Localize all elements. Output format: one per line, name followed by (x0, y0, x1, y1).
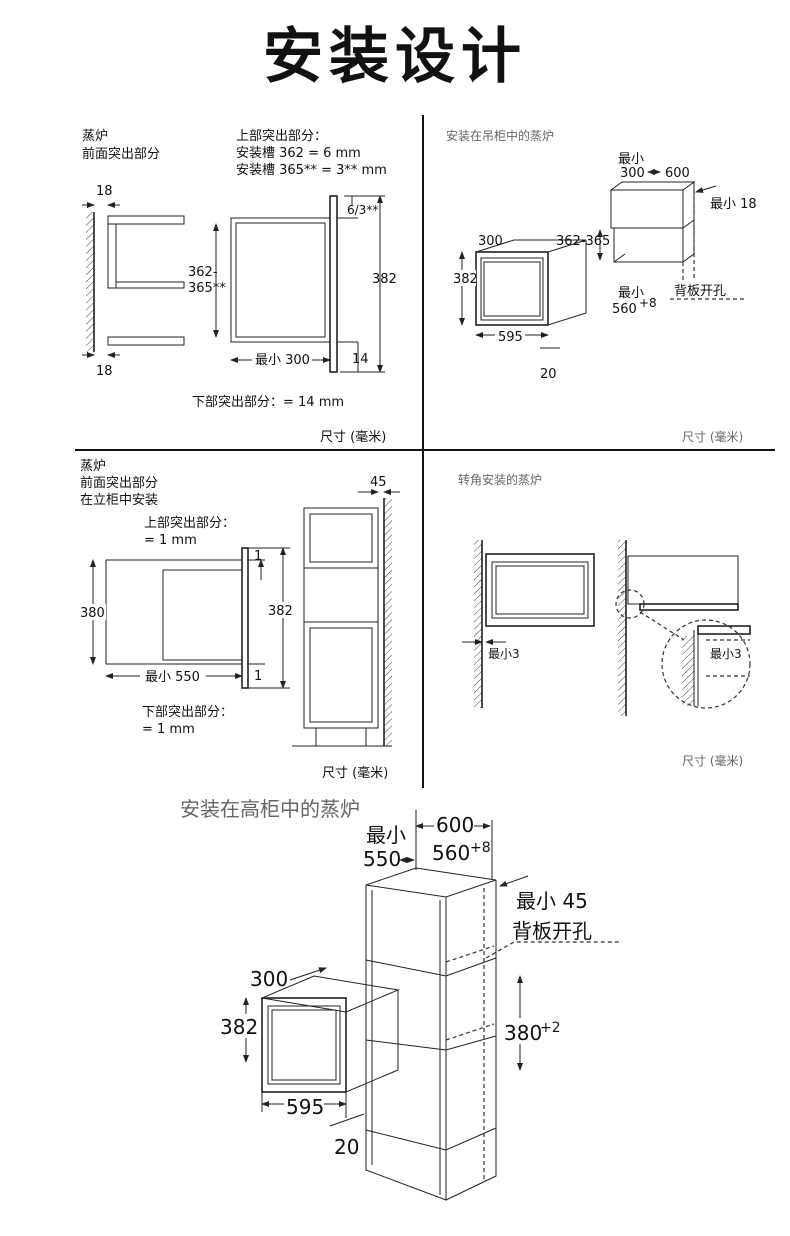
oven-front-panel (329, 195, 338, 373)
page-title: 安装设计 (263, 22, 527, 92)
panel2-dim-300b: 300 (478, 234, 503, 249)
panel3-unit: 尺寸 (毫米) (322, 765, 388, 781)
panel-tall-cabinet-iso: 安装在高柜中的蒸炉 最小 550 600 560 +8 最小 45 背板开孔 3… (180, 797, 622, 1201)
panel1-dim-6-3: 6/3** (347, 203, 378, 217)
panel3-bottom-note-1: 下部突出部分： (142, 704, 233, 720)
panel3-dim-45: 45 (370, 475, 387, 490)
oven-front-panel (241, 547, 249, 689)
panel5-dim-560: 560 (432, 841, 470, 865)
panel2-dim-600: 600 (665, 166, 690, 181)
panel5-dim-595: 595 (286, 1095, 324, 1119)
shelf-top (107, 215, 185, 225)
wall-hatch-left (474, 540, 482, 708)
shelf-bottom (107, 336, 185, 346)
panel3-label-line2: 前面突出部分 (80, 475, 158, 491)
panel5-dim-382: 382 (220, 1015, 258, 1039)
panel5-dim-550: 550 (363, 847, 401, 871)
panel3-dim-380: 380 (80, 606, 105, 621)
panel3-label-line1: 蒸炉 (80, 459, 106, 474)
panel1-dim-382: 382 (372, 272, 397, 287)
panel3-dim-1-bottom: 1 (254, 669, 262, 684)
panel-tall-cabinet-side: 蒸炉 前面突出部分 在立柜中安装 上部突出部分： = 1 mm 1 380 38… (80, 459, 400, 781)
panel2-dim-595: 595 (498, 330, 523, 345)
panel1-unit: 尺寸 (毫米) (320, 429, 386, 445)
panel1-dim-362-365-b: 365** (188, 281, 226, 296)
tall-cabinet (365, 867, 497, 1201)
panel2-dim-382: 382 (453, 272, 478, 287)
oven-side-outer (230, 217, 331, 343)
panel2-dim-min18: 最小 18 (710, 197, 757, 212)
panel2-dim-362-365: 362-365 (556, 234, 610, 249)
panel1-dim-14: 14 (352, 352, 369, 367)
oven-iso-body (260, 975, 400, 1093)
panel3-dim-min550: 最小 550 (145, 670, 200, 685)
panel3-dim-1-top: 1 (254, 549, 262, 564)
wall-hatch (384, 498, 392, 746)
panel5-dim-300: 300 (250, 967, 288, 991)
detail-callout-large (661, 619, 751, 709)
panel2-dim-min: 最小 (618, 152, 644, 167)
panel4-dim-min3b: 最小3 (710, 647, 742, 661)
wall-cabinet (609, 181, 696, 229)
panel5-dim-20: 20 (334, 1135, 359, 1159)
panel1-dim-min300: 最小 300 (255, 353, 310, 368)
oven-front (261, 997, 347, 1093)
panel1-dim-18-top: 18 (96, 184, 113, 199)
panel2-unit: 尺寸 (毫米) (682, 429, 743, 444)
panel5-dim-min: 最小 (366, 823, 406, 847)
oven-top-right (627, 555, 739, 605)
panel1-top-note-3: 安装槽 365** = 3** mm (236, 163, 387, 178)
panel5-dim-600: 600 (436, 813, 474, 837)
panel2-dim-min2: 最小 (618, 286, 644, 301)
detail-callout-small (615, 589, 645, 619)
panel3-top-note-1: 上部突出部分： (144, 515, 235, 531)
panel5-dim-min45: 最小 45 (516, 889, 588, 913)
panel1-dim-18-bottom: 18 (96, 364, 113, 379)
panel2-dim-560-sup: +8 (639, 296, 657, 310)
panel1-label-line2: 前面突出部分 (82, 146, 160, 162)
panel-front-protrusion: 蒸炉 前面突出部分 上部突出部分： 安装槽 362 = 6 mm 安装槽 365… (82, 128, 397, 445)
panel1-dim-362-365-a: 362- (188, 265, 218, 280)
panel4-unit: 尺寸 (毫米) (682, 753, 743, 768)
wall-hatch (86, 212, 94, 352)
panel4-label: 转角安装的蒸炉 (458, 472, 542, 487)
oven-front (475, 251, 549, 326)
panel-wall-cabinet: 安装在吊柜中的蒸炉 最小 300 600 最小 18 300 362-365 3… (446, 128, 757, 444)
panel5-label: 安装在高柜中的蒸炉 (180, 797, 360, 821)
panel3-bottom-note-2: = 1 mm (142, 722, 195, 737)
oven-side-body (105, 559, 243, 665)
panel3-dim-382: 382 (268, 604, 293, 619)
panel5-backhole: 背板开孔 (512, 919, 592, 943)
panel5-dim-560-sup: +8 (470, 840, 491, 856)
panel2-dim-300a: 300 (620, 166, 645, 181)
panel1-label-line1: 蒸炉 (82, 129, 108, 144)
tall-cabinet-lower (303, 621, 379, 729)
oven-front-left (485, 553, 595, 627)
panel2-backhole: 背板开孔 (674, 284, 726, 299)
panel1-top-note-2: 安装槽 362 = 6 mm (236, 146, 361, 161)
panel1-bottom-note: 下部突出部分：= 14 mm (192, 394, 344, 410)
wall-hatch-right (618, 540, 626, 716)
panel2-dim-560: 560 (612, 302, 637, 317)
panel5-dim-380: 380 (504, 1021, 542, 1045)
panel4-dim-min3a: 最小3 (488, 647, 520, 661)
panel-corner-install: 转角安装的蒸炉 最小3 最小3 尺寸 (毫米) (458, 472, 751, 768)
panel2-label: 安装在吊柜中的蒸炉 (446, 128, 554, 143)
panel5-dim-380-sup: +2 (540, 1020, 561, 1036)
panel3-label-line3: 在立柜中安装 (80, 493, 158, 508)
panel3-top-note-2: = 1 mm (144, 533, 197, 548)
panel2-dim-20: 20 (540, 367, 557, 382)
tall-cabinet-upper (303, 507, 379, 569)
panel1-top-note-1: 上部突出部分： (236, 128, 327, 144)
